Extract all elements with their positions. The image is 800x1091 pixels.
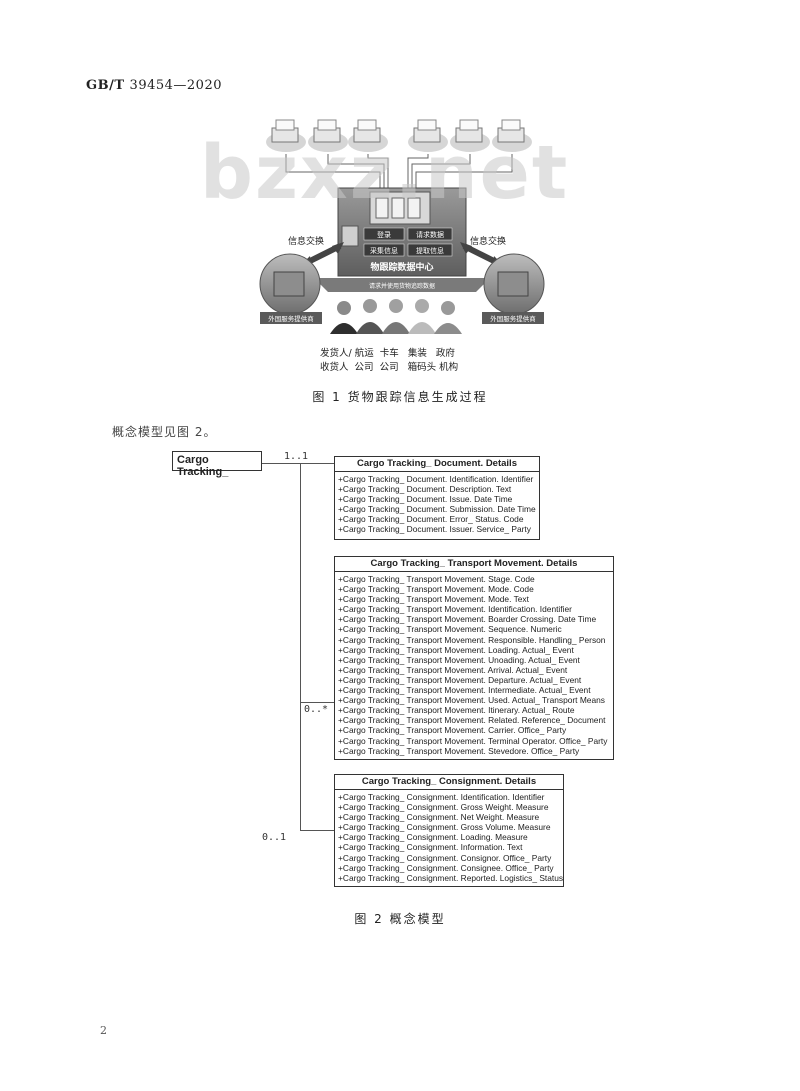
attribute-row: +Cargo Tracking_ Transport Movement. Uno… — [338, 654, 580, 665]
attribute-row: +Cargo Tracking_ Consignment. Loading. M… — [338, 832, 528, 843]
stakeholder-people — [330, 299, 462, 334]
consignment-details-class: Cargo Tracking_ Consignment. Details +Ca… — [334, 774, 564, 887]
figure-1-illustration: 登录 请求数据 采集信息 提取信息 物跟踪数据中心 请求并使用货物追踪数据 信息… — [259, 119, 545, 373]
person-icon — [408, 299, 436, 334]
attribute-row: +Cargo Tracking_ Transport Movement. Int… — [338, 685, 591, 696]
attribute-row: +Cargo Tracking_ Document. Identificatio… — [338, 474, 534, 484]
provider-label-right: 外国服务提供商 — [490, 314, 536, 323]
printer-icon — [266, 119, 306, 152]
attribute-row: +Cargo Tracking_ Transport Movement. Boa… — [338, 614, 597, 625]
standard-number: 39454—2020 — [129, 78, 222, 93]
connection-lines — [285, 154, 513, 190]
attribute-row: +Cargo Tracking_ Transport Movement. Iti… — [338, 705, 575, 716]
exchange-label-left: 信息交换 — [288, 235, 324, 247]
laptop-icon — [341, 225, 359, 247]
attribute-row: +Cargo Tracking_ Consignment. Reported. … — [338, 872, 564, 883]
parties-row-1: 发货人/ 航运 卡车 集装 政府 — [320, 347, 455, 359]
attribute-row: +Cargo Tracking_ Document. Issue. Date T… — [338, 494, 513, 505]
attribute-row: +Cargo Tracking_ Document. Description. … — [338, 484, 512, 495]
figure-1-caption: 图 1 货物跟踪信息生成过程 — [312, 390, 488, 404]
globe-icon — [259, 253, 322, 324]
attribute-row: +Cargo Tracking_ Transport Movement. Ide… — [338, 604, 572, 615]
attribute-row: +Cargo Tracking_ Transport Movement. Res… — [338, 634, 606, 645]
document-class-title: Cargo Tracking_ Document. Details — [335, 457, 539, 472]
attribute-row: +Cargo Tracking_ Consignment. Identifica… — [338, 792, 545, 802]
printer-icon — [348, 119, 388, 152]
multiplicity-top: 1..1 — [284, 451, 309, 462]
data-center-title: 物跟踪数据中心 — [370, 261, 433, 273]
consignment-attribute-list: +Cargo Tracking_ Consignment. Identifica… — [335, 790, 563, 885]
body-paragraph: 概念模型见图 2。 — [112, 425, 217, 439]
standard-code: GB/T 39454—2020 — [86, 78, 222, 93]
attribute-row: +Cargo Tracking_ Transport Movement. Mod… — [338, 594, 529, 605]
request-data-button: 请求数据 — [416, 230, 444, 239]
attribute-row: +Cargo Tracking_ Document. Error_ Status… — [338, 514, 524, 525]
person-icon — [434, 301, 462, 334]
attribute-row: +Cargo Tracking_ Transport Movement. Dep… — [338, 674, 582, 685]
attribute-row: +Cargo Tracking_ Transport Movement. Car… — [338, 725, 567, 736]
exchange-label-right: 信息交换 — [470, 235, 506, 247]
attribute-row: +Cargo Tracking_ Consignment. Net Weight… — [338, 812, 540, 823]
attribute-row: +Cargo Tracking_ Transport Movement. Seq… — [338, 624, 562, 635]
globe-icon — [482, 253, 545, 324]
banner-text: 请求并使用货物追踪数据 — [369, 282, 435, 290]
multiplicity-bot: 0..1 — [262, 832, 287, 843]
person-icon — [382, 299, 410, 334]
figure-2-caption: 图 2 概念模型 — [354, 912, 446, 926]
attribute-row: +Cargo Tracking_ Transport Movement. Rel… — [338, 715, 606, 726]
attribute-row: +Cargo Tracking_ Transport Movement. Ste… — [338, 745, 580, 756]
attribute-row: +Cargo Tracking_ Consignment. Consignee.… — [338, 862, 554, 873]
attribute-row: +Cargo Tracking_ Transport Movement. Mod… — [338, 584, 534, 595]
login-button: 登录 — [377, 230, 391, 239]
person-icon — [330, 301, 358, 334]
transport-movement-details-class: Cargo Tracking_ Transport Movement. Deta… — [334, 556, 614, 760]
attribute-row: +Cargo Tracking_ Document. Submission. D… — [338, 504, 536, 515]
attribute-row: +Cargo Tracking_ Transport Movement. Ter… — [338, 735, 608, 746]
request-banner — [314, 278, 490, 292]
extract-info-button: 提取信息 — [416, 246, 444, 255]
printer-icon — [408, 119, 448, 152]
attribute-row: +Cargo Tracking_ Consignment. Gross Volu… — [338, 822, 551, 833]
printer-icon — [492, 119, 532, 152]
transport-attribute-list: +Cargo Tracking_ Transport Movement. Sta… — [335, 572, 613, 758]
parties-row-2: 收货人 公司 公司 箱码头 机构 — [320, 361, 458, 373]
document-attribute-list: +Cargo Tracking_ Document. Identificatio… — [335, 472, 539, 537]
attribute-row: +Cargo Tracking_ Transport Movement. Arr… — [338, 664, 568, 675]
multiplicity-mid: 0..* — [304, 704, 329, 715]
attribute-row: +Cargo Tracking_ Transport Movement. Loa… — [338, 644, 574, 655]
attribute-row: +Cargo Tracking_ Transport Movement. Sta… — [338, 574, 535, 584]
connector-line — [300, 702, 334, 703]
attribute-row: +Cargo Tracking_ Transport Movement. Use… — [338, 695, 605, 706]
person-icon — [356, 299, 384, 334]
printer-icon — [450, 119, 490, 152]
connector-line — [262, 463, 334, 464]
transport-class-title: Cargo Tracking_ Transport Movement. Deta… — [335, 557, 613, 572]
attribute-row: +Cargo Tracking_ Document. Issuer. Servi… — [338, 524, 531, 535]
page-number: 2 — [100, 1024, 107, 1037]
attribute-row: +Cargo Tracking_ Consignment. Gross Weig… — [338, 802, 549, 813]
collect-info-button: 采集信息 — [370, 246, 398, 255]
provider-label-left: 外国服务提供商 — [268, 314, 314, 323]
connector-line — [300, 830, 334, 831]
attribute-row: +Cargo Tracking_ Consignment. Consignor.… — [338, 852, 552, 863]
document-details-class: Cargo Tracking_ Document. Details +Cargo… — [334, 456, 540, 540]
connector-line — [300, 463, 301, 831]
terminal-devices — [266, 119, 532, 152]
standard-prefix: GB/T — [86, 78, 125, 93]
printer-icon — [308, 119, 348, 152]
attribute-row: +Cargo Tracking_ Consignment. Informatio… — [338, 842, 523, 853]
watermark: bzxz.net — [200, 130, 570, 216]
data-center: 登录 请求数据 采集信息 提取信息 物跟踪数据中心 — [337, 187, 467, 277]
consignment-class-title: Cargo Tracking_ Consignment. Details — [335, 775, 563, 790]
cargo-tracking-class: Cargo Tracking_ — [172, 451, 262, 478]
